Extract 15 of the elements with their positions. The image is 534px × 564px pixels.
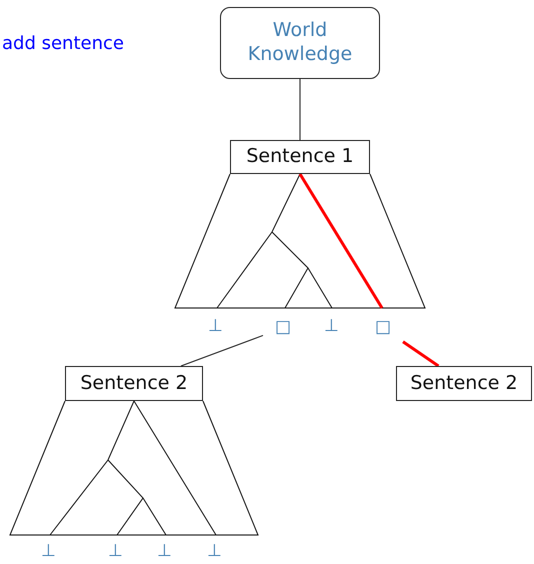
sentence-box: Sentence 1 (230, 140, 370, 174)
bottom-symbol: ⊥ (324, 318, 339, 335)
box-symbol: □ (373, 317, 393, 339)
annotation-text: add sentence (2, 35, 124, 53)
box-symbol: □ (273, 317, 293, 339)
bottom-symbol: ⊥ (208, 318, 223, 335)
bottom-symbol: ⊥ (157, 543, 172, 560)
bottom-symbol: ⊥ (41, 543, 56, 560)
sentence-box: Sentence 2 (396, 366, 532, 401)
bottom-symbol: ⊥ (108, 543, 123, 560)
sentence-box: Sentence 2 (65, 366, 203, 401)
knowledge-box: World Knowledge (220, 7, 380, 79)
connector-line (180, 334, 264, 366)
bottom-symbol: ⊥ (207, 543, 222, 560)
connector-line (402, 340, 440, 368)
